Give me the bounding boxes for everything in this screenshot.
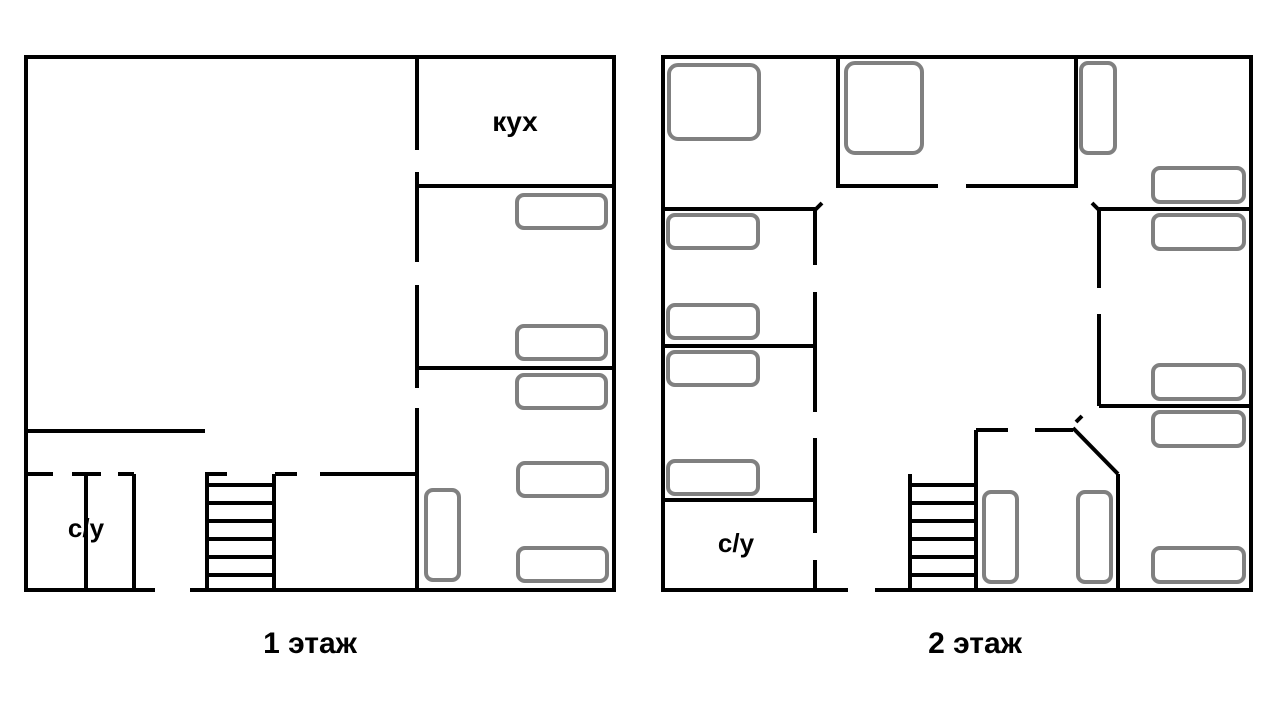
kitchen-label: кух xyxy=(492,106,538,137)
floor-1-caption: 1 этаж xyxy=(263,627,358,660)
floor-2-chamfer xyxy=(1090,201,1101,212)
bed xyxy=(1151,546,1246,584)
bed xyxy=(666,213,760,250)
bed xyxy=(1151,213,1246,251)
bed xyxy=(666,303,760,340)
bed xyxy=(1151,410,1246,448)
bed xyxy=(516,461,609,498)
bed xyxy=(667,63,761,141)
bed xyxy=(982,490,1019,584)
bed xyxy=(666,459,760,496)
floor-1-outer-wall xyxy=(24,55,616,592)
bed xyxy=(1079,61,1117,155)
floor-2-plan: с/у xyxy=(661,55,1253,592)
floor-2-caption: 2 этаж xyxy=(928,627,1023,660)
bed xyxy=(1151,166,1246,204)
floor-2-chamfer xyxy=(1074,414,1084,424)
bed xyxy=(515,193,608,230)
floor-1-bathroom-label: с/у xyxy=(68,513,105,543)
floor-2-outer-wall xyxy=(661,55,1253,592)
floor-2-room-wall xyxy=(1071,426,1120,476)
bed xyxy=(1151,363,1246,401)
floor-2-bathroom-label: с/у xyxy=(718,528,755,558)
bed xyxy=(666,350,760,387)
floor-2-chamfer xyxy=(813,201,824,212)
bed xyxy=(424,488,461,582)
floor-1-staircase xyxy=(205,474,276,590)
bed xyxy=(515,324,608,361)
bed xyxy=(515,373,608,410)
bed xyxy=(1076,490,1113,584)
floor-2-staircase xyxy=(908,474,976,590)
floor-1-plan: кух с/у xyxy=(24,55,616,592)
bed xyxy=(516,546,609,583)
bed xyxy=(844,61,924,155)
